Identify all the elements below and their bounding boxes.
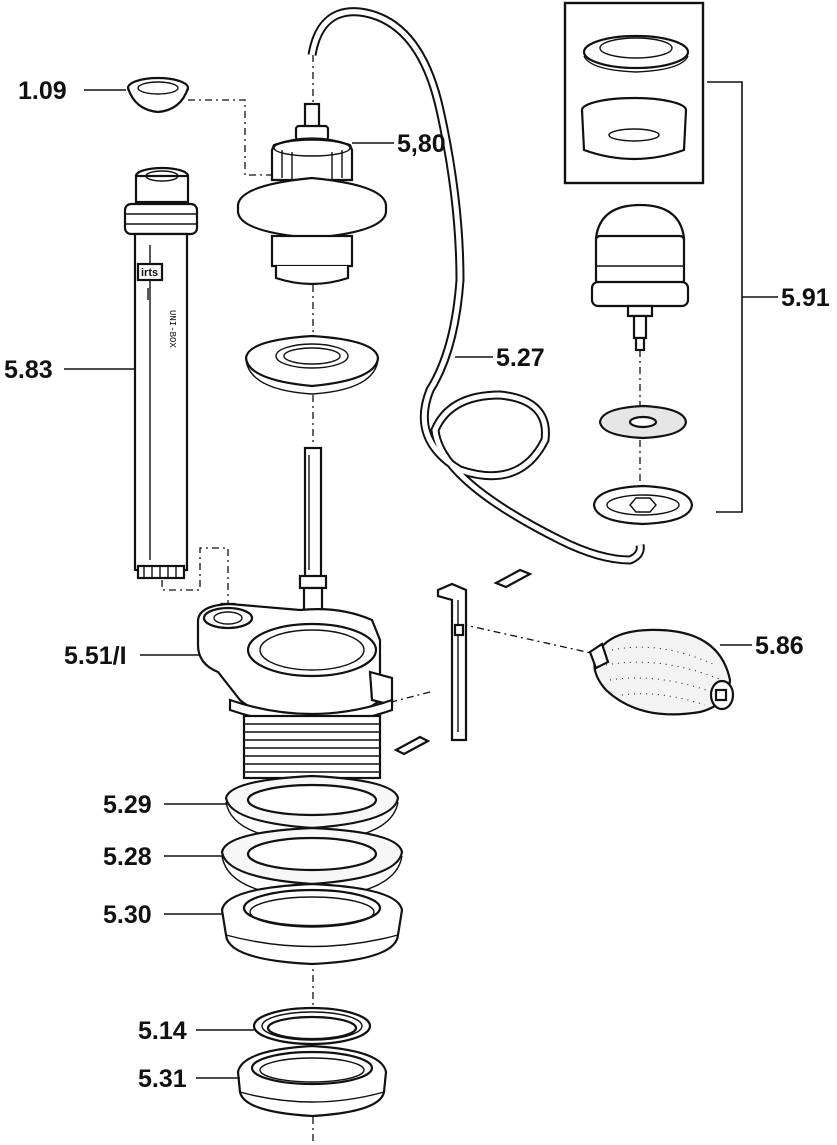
part-5-31-lock-nut [236, 1044, 388, 1118]
label-5-31: 5.31 [138, 1065, 187, 1093]
part-5-51-valve-body [196, 602, 394, 780]
tube-vertical-text: UNI-BOX [167, 310, 177, 348]
label-5-80: 5,80 [397, 130, 446, 158]
label-5-51: 5.51/I [64, 642, 127, 670]
part-5-91-inset-box [563, 1, 705, 185]
label-1-09: 1.09 [18, 77, 67, 105]
part-5-83-overflow-tube: irts UNI-BOX [123, 166, 236, 619]
flange-gasket [244, 334, 380, 395]
label-5-91: 5.91 [781, 284, 830, 312]
float-valve-washers [592, 404, 694, 526]
part-5-27-hose [307, 7, 645, 565]
part-5-14-o-ring [252, 1006, 372, 1046]
part-5-28-washer [220, 826, 404, 899]
part-1-09-cap [126, 76, 275, 176]
label-5-29: 5.29 [103, 791, 152, 819]
part-5-86-rubber-bulb [588, 628, 735, 716]
part-labels: 1.09 5,80 5.83 5.27 5.91 5.51/I 5.86 5.2… [4, 77, 830, 1093]
tube-brand-logo: irts [141, 267, 158, 279]
label-5-28: 5.28 [103, 843, 152, 871]
label-5-83: 5.83 [4, 356, 53, 384]
lever-arm [393, 568, 533, 756]
label-5-86: 5.86 [755, 632, 804, 660]
part-5-91-bracket [707, 81, 743, 513]
part-5-91-float-valve [590, 203, 690, 352]
part-5-30-nut [220, 882, 404, 966]
label-5-30: 5.30 [103, 901, 152, 929]
valve-rod [298, 446, 328, 612]
part-5-80-valve-head [236, 102, 388, 286]
label-5-27: 5.27 [496, 344, 545, 372]
leader-lines [64, 89, 778, 1079]
label-5-14: 5.14 [138, 1017, 187, 1045]
